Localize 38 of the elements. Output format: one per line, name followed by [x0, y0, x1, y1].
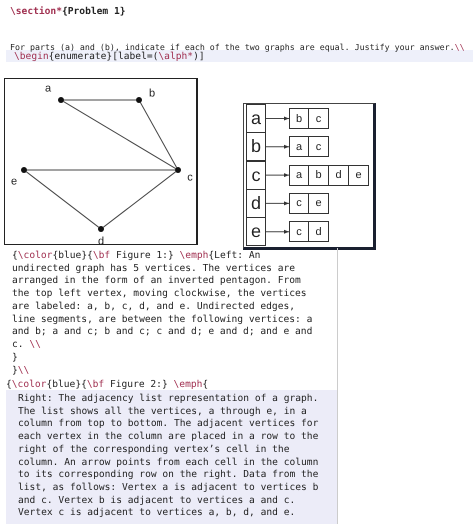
code-line: \begin{enumerate}[label=(\alph*)]	[14, 51, 206, 64]
list-cell: c	[308, 136, 329, 158]
graph-edge	[63, 101, 176, 169]
vertex-cell: c	[246, 160, 266, 190]
arrow	[266, 116, 290, 120]
vertex-label: a	[44, 84, 52, 94]
vertex-label: b	[148, 88, 156, 100]
vertex-cell: b	[246, 132, 266, 162]
vertex-cell: d	[246, 188, 266, 218]
section-heading: \section*{Problem 1}	[10, 6, 127, 19]
code-line: }	[12, 352, 19, 365]
vertex-cell: a	[246, 104, 266, 133]
list-cell: d	[328, 164, 349, 186]
list-cell: a	[289, 164, 309, 186]
list-cell: b	[289, 108, 309, 129]
code-paragraph: {\color{blue}{\bf Figure 1:} \emph{Left: An undirected graph has 5 vertices. The vertices are arranged in the form of an inverted pentagon. From the top left vertex, moving clockwise, the vertices are labeled: a, b, c, d, and e. Undirected edges, line segments, are between the following vertices: a and b; a and c; b and c; c and d; e and d; and e and c. \\	[12, 250, 314, 352]
vertex-label: e	[10, 176, 18, 188]
list-cell: e	[308, 192, 329, 214]
code-paragraph: For parts (a) and (b), indicate if each of the two graphs are equal. Justify your answer.\\	[10, 41, 466, 52]
arrow	[266, 173, 290, 178]
code-line: {\color{blue}{\bf Figure 2:} \emph{	[6, 379, 210, 392]
graph-edge	[26, 171, 100, 228]
list-cell: c	[289, 221, 309, 242]
list-cell: c	[289, 192, 309, 214]
list-cell: e	[348, 164, 369, 186]
arrow	[266, 201, 290, 206]
arrow	[266, 230, 290, 234]
vertex-cell: e	[246, 217, 266, 246]
vertex-label: c	[187, 172, 193, 184]
list-cell: c	[308, 108, 329, 129]
list-cell: a	[289, 136, 309, 158]
list-cell: d	[308, 221, 329, 242]
graph-edge	[140, 102, 178, 168]
code-line: }\\	[12, 365, 30, 378]
list-cell: b	[308, 164, 329, 186]
graph-edge	[102, 171, 176, 228]
code-paragraph: Right: The adjacency list representation of a graph. The list shows all the vertices, a through e, in a column from top to bottom. The adjacent vertices for each vertex in the column are placed in a row to the right of the corresponding vertex’s cell in the column. An arrow points from each cell in the column to its corresponding row on the right. Data from the list, as follows: Vertex a is adjacent to vertices b and c. Vertex b is adjacent to vertices a and c. Vertex c is adjacent to vertices a, b, d, and e.	[18, 393, 320, 520]
arrow	[266, 144, 290, 149]
